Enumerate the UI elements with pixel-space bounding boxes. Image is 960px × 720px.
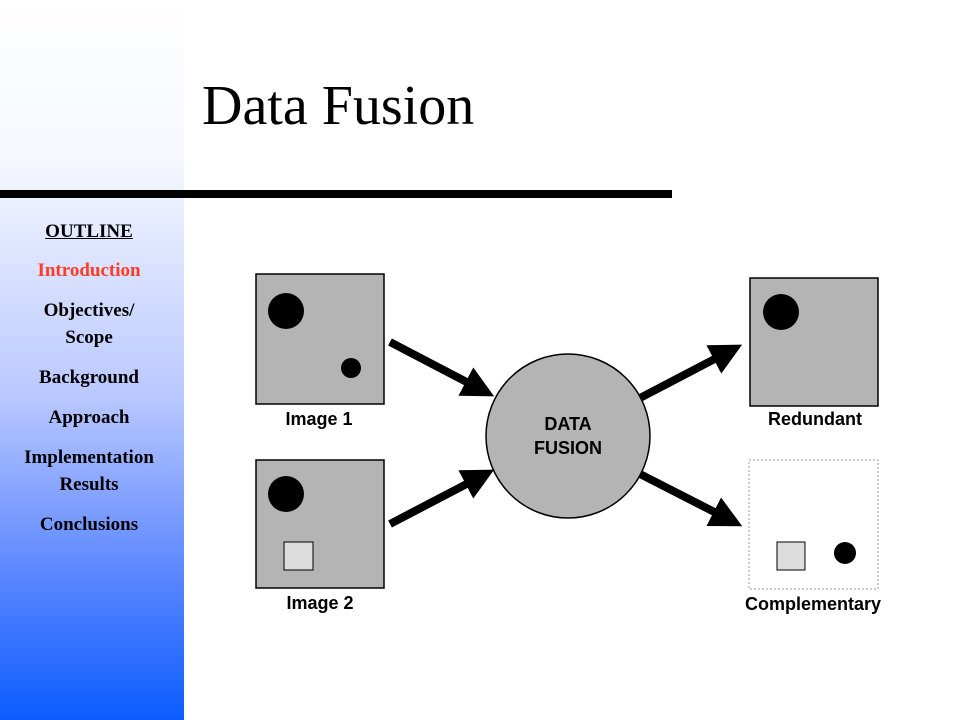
large-circle-shape bbox=[268, 293, 304, 329]
title-rule bbox=[0, 190, 672, 198]
image-2-panel bbox=[255, 459, 385, 589]
nav-outline-heading[interactable]: OUTLINE bbox=[45, 221, 133, 242]
nav-item-conclusions[interactable]: Conclusions bbox=[39, 514, 139, 535]
arrow-out-1 bbox=[638, 344, 743, 402]
fusion-label-line-1: DATA bbox=[544, 414, 591, 434]
complementary-label: Complementary bbox=[745, 594, 881, 614]
image-2-label: Image 2 bbox=[286, 593, 353, 613]
square-shape bbox=[776, 541, 806, 571]
nav-item-implementation-results[interactable]: Implementation Results bbox=[24, 447, 154, 495]
small-circle-shape bbox=[341, 358, 361, 378]
nav-item-objectives-scope[interactable]: Objectives/ Scope bbox=[43, 300, 135, 348]
redundant-label: Redundant bbox=[768, 409, 862, 429]
sidebar bbox=[0, 0, 184, 720]
arrow-out-2 bbox=[638, 470, 743, 527]
slide-title: Data Fusion bbox=[202, 75, 475, 137]
image-1-label: Image 1 bbox=[285, 409, 352, 429]
redundant-panel bbox=[749, 277, 879, 407]
large-circle-shape bbox=[763, 294, 799, 330]
complementary-panel bbox=[748, 459, 879, 590]
image-1-panel bbox=[255, 273, 385, 405]
nav-item-approach[interactable]: Approach bbox=[48, 407, 130, 428]
nav-item-background[interactable]: Background bbox=[39, 367, 139, 388]
arrow-in-1 bbox=[388, 338, 495, 397]
outline-nav: OUTLINE Introduction Objectives/ Scope B… bbox=[0, 218, 178, 551]
arrow-in-2 bbox=[388, 469, 495, 528]
fusion-label-line-2: FUSION bbox=[534, 438, 602, 458]
large-circle-shape bbox=[268, 476, 304, 512]
nav-item-introduction[interactable]: Introduction bbox=[37, 260, 141, 281]
square-shape bbox=[283, 541, 314, 571]
data-fusion-diagram: Image 1 Image 2 DATA FUSION Redundant Co… bbox=[255, 273, 881, 614]
data-fusion-circle: DATA FUSION bbox=[485, 353, 651, 519]
small-circle-shape bbox=[834, 542, 856, 564]
